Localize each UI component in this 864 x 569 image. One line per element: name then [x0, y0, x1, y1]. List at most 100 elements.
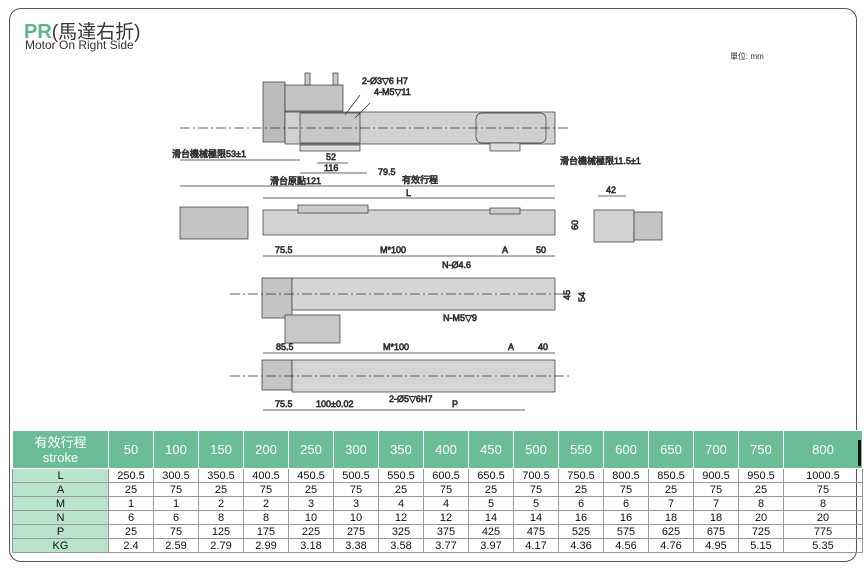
model-code: PR — [24, 21, 52, 43]
stroke-col-header: 400 — [423, 430, 469, 469]
end-view — [593, 209, 663, 243]
table-cell: 2.4 — [108, 538, 154, 553]
row-label: L — [12, 468, 109, 483]
table-cell: 7 — [648, 496, 694, 511]
dim-L: L — [406, 188, 411, 198]
table-cell: 3.18 — [288, 538, 334, 553]
table-cell: 2.59 — [153, 538, 199, 553]
table-cell: 20 — [738, 510, 784, 525]
table-cell: 850.5 — [648, 468, 694, 483]
hole-nm5: N-M5▽9 — [443, 313, 477, 323]
table-cell: 625 — [648, 524, 694, 539]
table-cell: 650.5 — [468, 468, 514, 483]
table-cell: 175 — [243, 524, 289, 539]
dim-45: 45 — [562, 290, 572, 300]
table-cell: 6 — [603, 496, 649, 511]
table-cell: 3.97 — [468, 538, 514, 553]
table-cell: 10 — [333, 510, 379, 525]
stroke-col-header: 700 — [693, 430, 739, 469]
table-cell: 1 — [108, 496, 154, 511]
dim-85-5: 85.5 — [276, 342, 294, 352]
stroke-col-header: 550 — [558, 430, 604, 469]
table-cell: 25 — [378, 482, 424, 497]
stroke-header-cn: 有效行程 — [34, 434, 87, 450]
table-cell: 4.17 — [513, 538, 559, 553]
table-cell: 300.5 — [153, 468, 199, 483]
frame — [9, 8, 857, 562]
table-cell: 1000.5 — [783, 468, 863, 483]
table-cell: 18 — [648, 510, 694, 525]
table-cell: 550.5 — [378, 468, 424, 483]
table-cell: 775 — [783, 524, 863, 539]
table-cell: 6 — [153, 510, 199, 525]
row-label: A — [12, 482, 109, 497]
table-cell: 14 — [513, 510, 559, 525]
table-cell: 5 — [513, 496, 559, 511]
table-cell: 25 — [468, 482, 514, 497]
stroke-col-header: 250 — [288, 430, 334, 469]
stroke-header-en: stroke — [42, 449, 79, 465]
hole-n46: N-Ø4.6 — [442, 260, 471, 270]
table-cell: 75 — [243, 482, 289, 497]
dim-75-5-b: 75.5 — [275, 399, 293, 409]
row-label: N — [12, 510, 109, 525]
table-cell: 750.5 — [558, 468, 604, 483]
side-view — [179, 204, 556, 240]
table-cell: 3.77 — [423, 538, 469, 553]
table-cell: 500.5 — [333, 468, 379, 483]
stroke-col-header: 750 — [738, 430, 784, 469]
table-cell: 75 — [153, 524, 199, 539]
unit-label: 單位: mm — [730, 52, 764, 61]
stroke-col-header: 650 — [648, 430, 694, 469]
table-cell: 475 — [513, 524, 559, 539]
table-cell: 75 — [153, 482, 199, 497]
table-cell: 5 — [468, 496, 514, 511]
table-cell: 75 — [333, 482, 379, 497]
row-label: P — [12, 524, 109, 539]
stroke-col-header: 200 — [243, 430, 289, 469]
bottom-view-2 — [230, 359, 570, 393]
table-cell: 600.5 — [423, 468, 469, 483]
table-cell: 5.15 — [738, 538, 784, 553]
dim-A-b: A — [508, 342, 514, 352]
table-cell: 2 — [198, 496, 244, 511]
table-cell: 12 — [378, 510, 424, 525]
table-cell: 12 — [423, 510, 469, 525]
table-cell: 425 — [468, 524, 514, 539]
subtitle: Motor On Right Side — [25, 38, 134, 52]
table-cell: 725 — [738, 524, 784, 539]
table-cell: 4.36 — [558, 538, 604, 553]
stroke-col-header: 600 — [603, 430, 649, 469]
table-cell: 8 — [243, 510, 289, 525]
dim-42: 42 — [606, 185, 616, 195]
origin-label: 滑台原點121 — [270, 175, 321, 186]
table-cell: 4.76 — [648, 538, 694, 553]
table-cell: 900.5 — [693, 468, 739, 483]
table-cell: 675 — [693, 524, 739, 539]
dim-50: 50 — [536, 245, 546, 255]
motor-housing — [262, 81, 286, 143]
table-cell: 125 — [198, 524, 244, 539]
table-cell: 25 — [558, 482, 604, 497]
page-title: PR(馬達右折) — [24, 17, 140, 44]
table-cell: 14 — [468, 510, 514, 525]
table-cell: 25 — [108, 524, 154, 539]
stroke-col-header: 150 — [198, 430, 244, 469]
hole-spec-2: 4-M5▽11 — [374, 87, 411, 97]
table-cell: 25 — [648, 482, 694, 497]
table-cell: 4.95 — [693, 538, 739, 553]
table-cell: 575 — [603, 524, 649, 539]
stroke-col-header: 350 — [378, 430, 424, 469]
dim-m100: M*100 — [380, 245, 406, 255]
table-cell: 2.99 — [243, 538, 289, 553]
hole-2d5: 2-Ø5▽6H7 — [389, 394, 432, 404]
hole-spec-1: 2-Ø3▽6 H7 — [362, 76, 408, 86]
